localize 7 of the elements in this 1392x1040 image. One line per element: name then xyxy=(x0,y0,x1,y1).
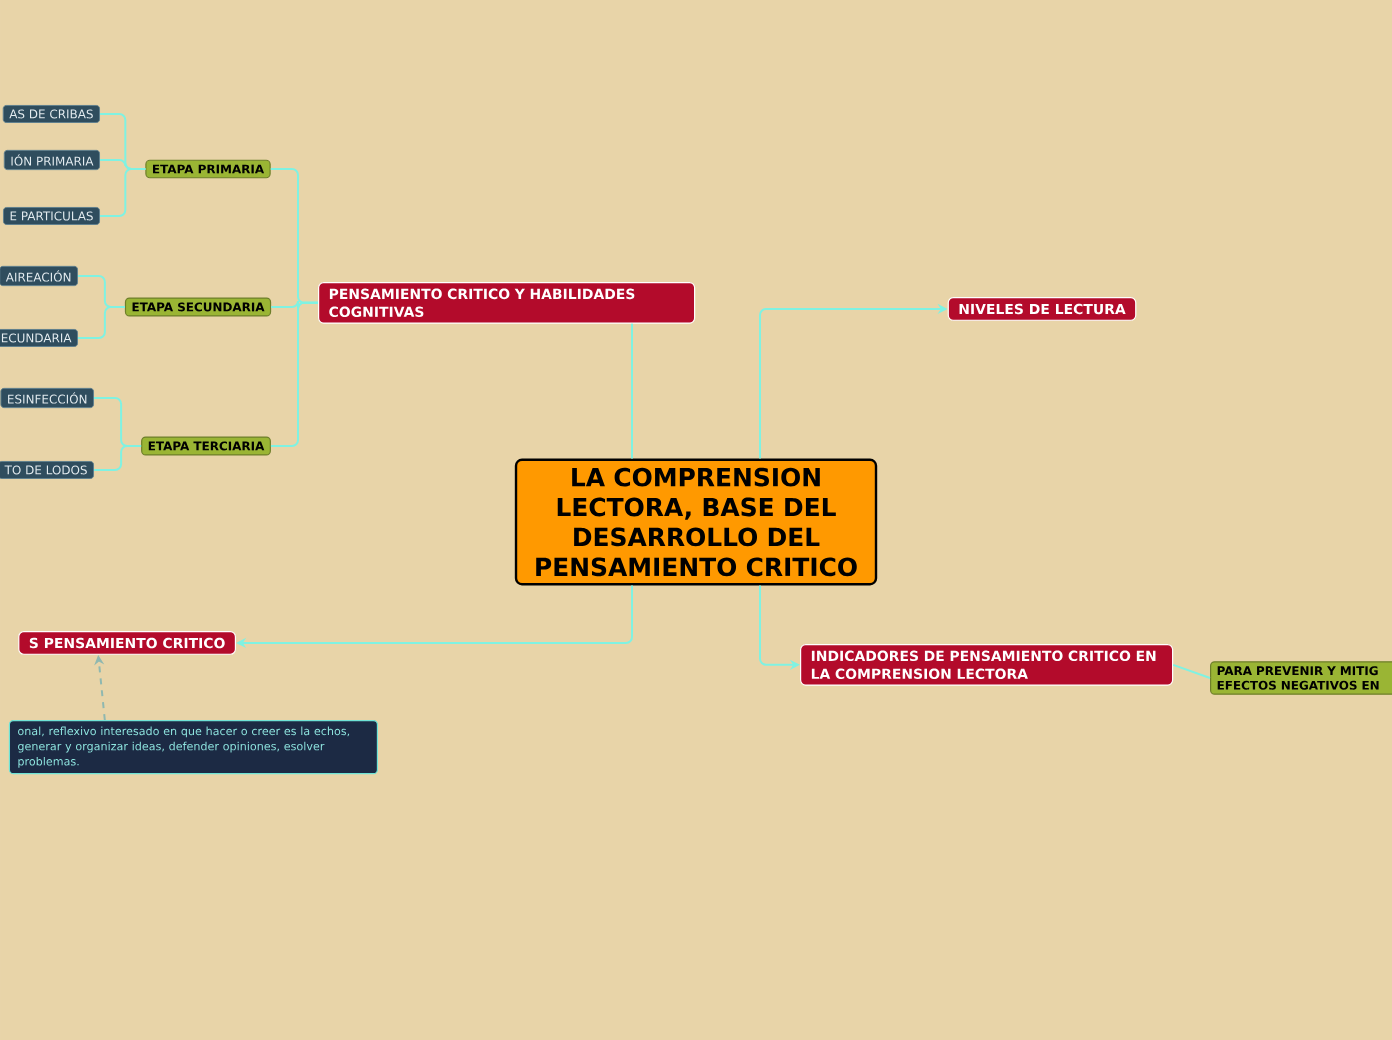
connector xyxy=(77,306,126,339)
connector xyxy=(269,301,319,447)
connector xyxy=(93,445,143,471)
connector xyxy=(99,168,147,217)
central-topic-box: LA COMPRENSION LECTORA, BASE DEL DESARROLLO DEL PENSAMIENTO CRITICO xyxy=(514,458,878,586)
connector xyxy=(631,322,633,460)
connector xyxy=(1172,663,1211,679)
